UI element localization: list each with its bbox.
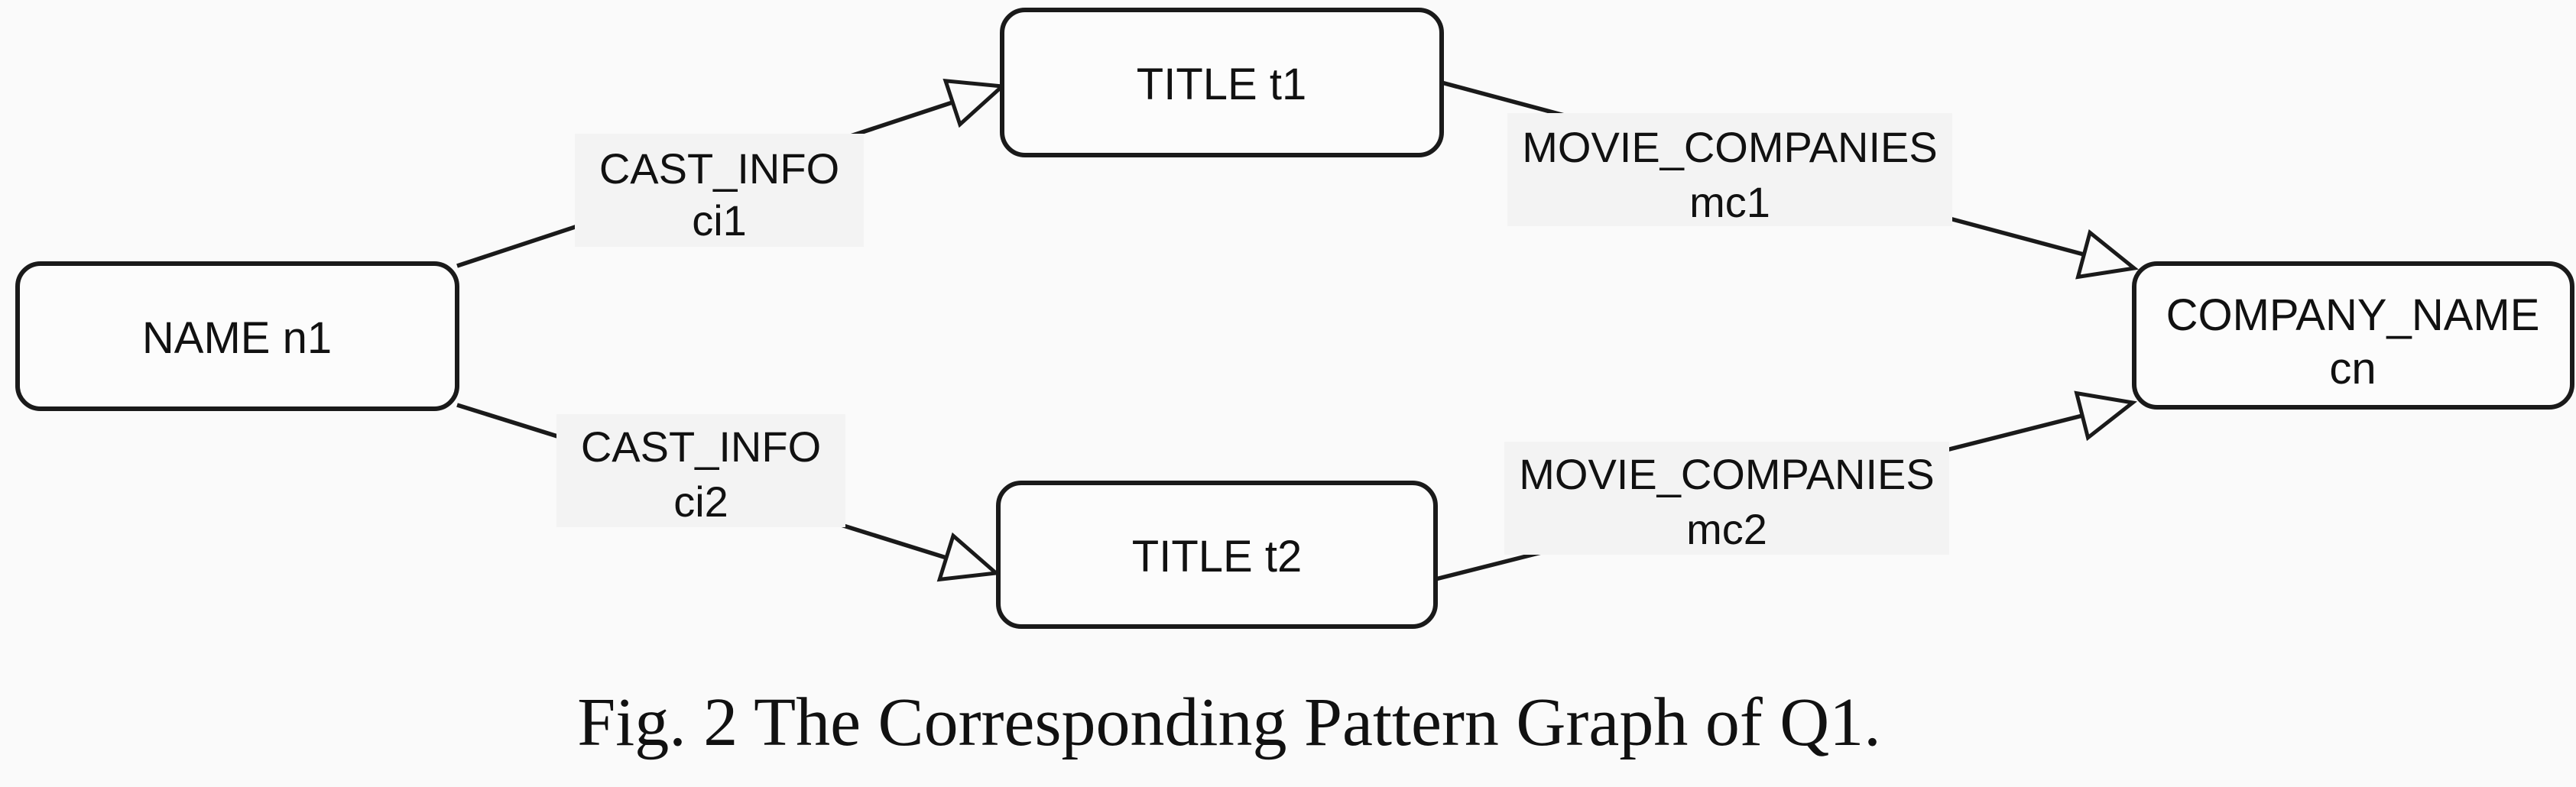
edge-label-mc2-line2: mc2 — [1686, 505, 1767, 553]
edge-label-group: CAST_INFO ci1 MOVIE_COMPANIES mc1 CAST_I… — [556, 113, 1952, 555]
node-box-company-name-cn — [2132, 261, 2574, 410]
node-label-title-t1: TITLE t1 — [1137, 60, 1306, 109]
arrowhead-icon-t1 — [942, 78, 1007, 128]
edge-label-bg-mc2 — [1504, 442, 1949, 555]
edge-label-mc1-line1: MOVIE_COMPANIES — [1522, 123, 1938, 171]
node-box-title-t1 — [1000, 8, 1444, 157]
arrowhead-icon-cn-top — [2075, 229, 2139, 280]
node-label-name-n1: NAME n1 — [142, 313, 332, 363]
arrowhead-icon-t2 — [936, 532, 1001, 582]
edge-label-mc2-line1: MOVIE_COMPANIES — [1519, 450, 1935, 498]
node-group: NAME n1 TITLE t1 TITLE t2 COMPANY_NAME c… — [15, 8, 2574, 629]
edge-label-bg-mc1 — [1507, 113, 1952, 226]
node-box-name-n1 — [15, 261, 459, 411]
edge-label-ci1-line1: CAST_INFO — [599, 144, 839, 193]
edge-label-mc1-line2: mc1 — [1689, 178, 1770, 226]
edge-label-ci1-line2: ci1 — [692, 196, 747, 245]
arrowhead-icon-cn-bottom — [2074, 390, 2137, 442]
figure-caption: Fig. 2 The Corresponding Pattern Graph o… — [577, 685, 1881, 760]
node-label-title-t2: TITLE t2 — [1132, 532, 1302, 581]
node-label-company-name-cn-line1: COMPANY_NAME — [2166, 290, 2540, 340]
node-box-title-t2 — [996, 481, 1438, 629]
edge-label-ci2-line2: ci2 — [673, 478, 728, 526]
arrowhead-group — [936, 78, 2139, 582]
node-label-company-name-cn-line2: cn — [2329, 344, 2376, 394]
edge-label-ci2-line1: CAST_INFO — [581, 423, 821, 471]
edge-label-bg-ci1 — [575, 134, 864, 247]
edge-label-bg-ci2 — [556, 414, 845, 527]
